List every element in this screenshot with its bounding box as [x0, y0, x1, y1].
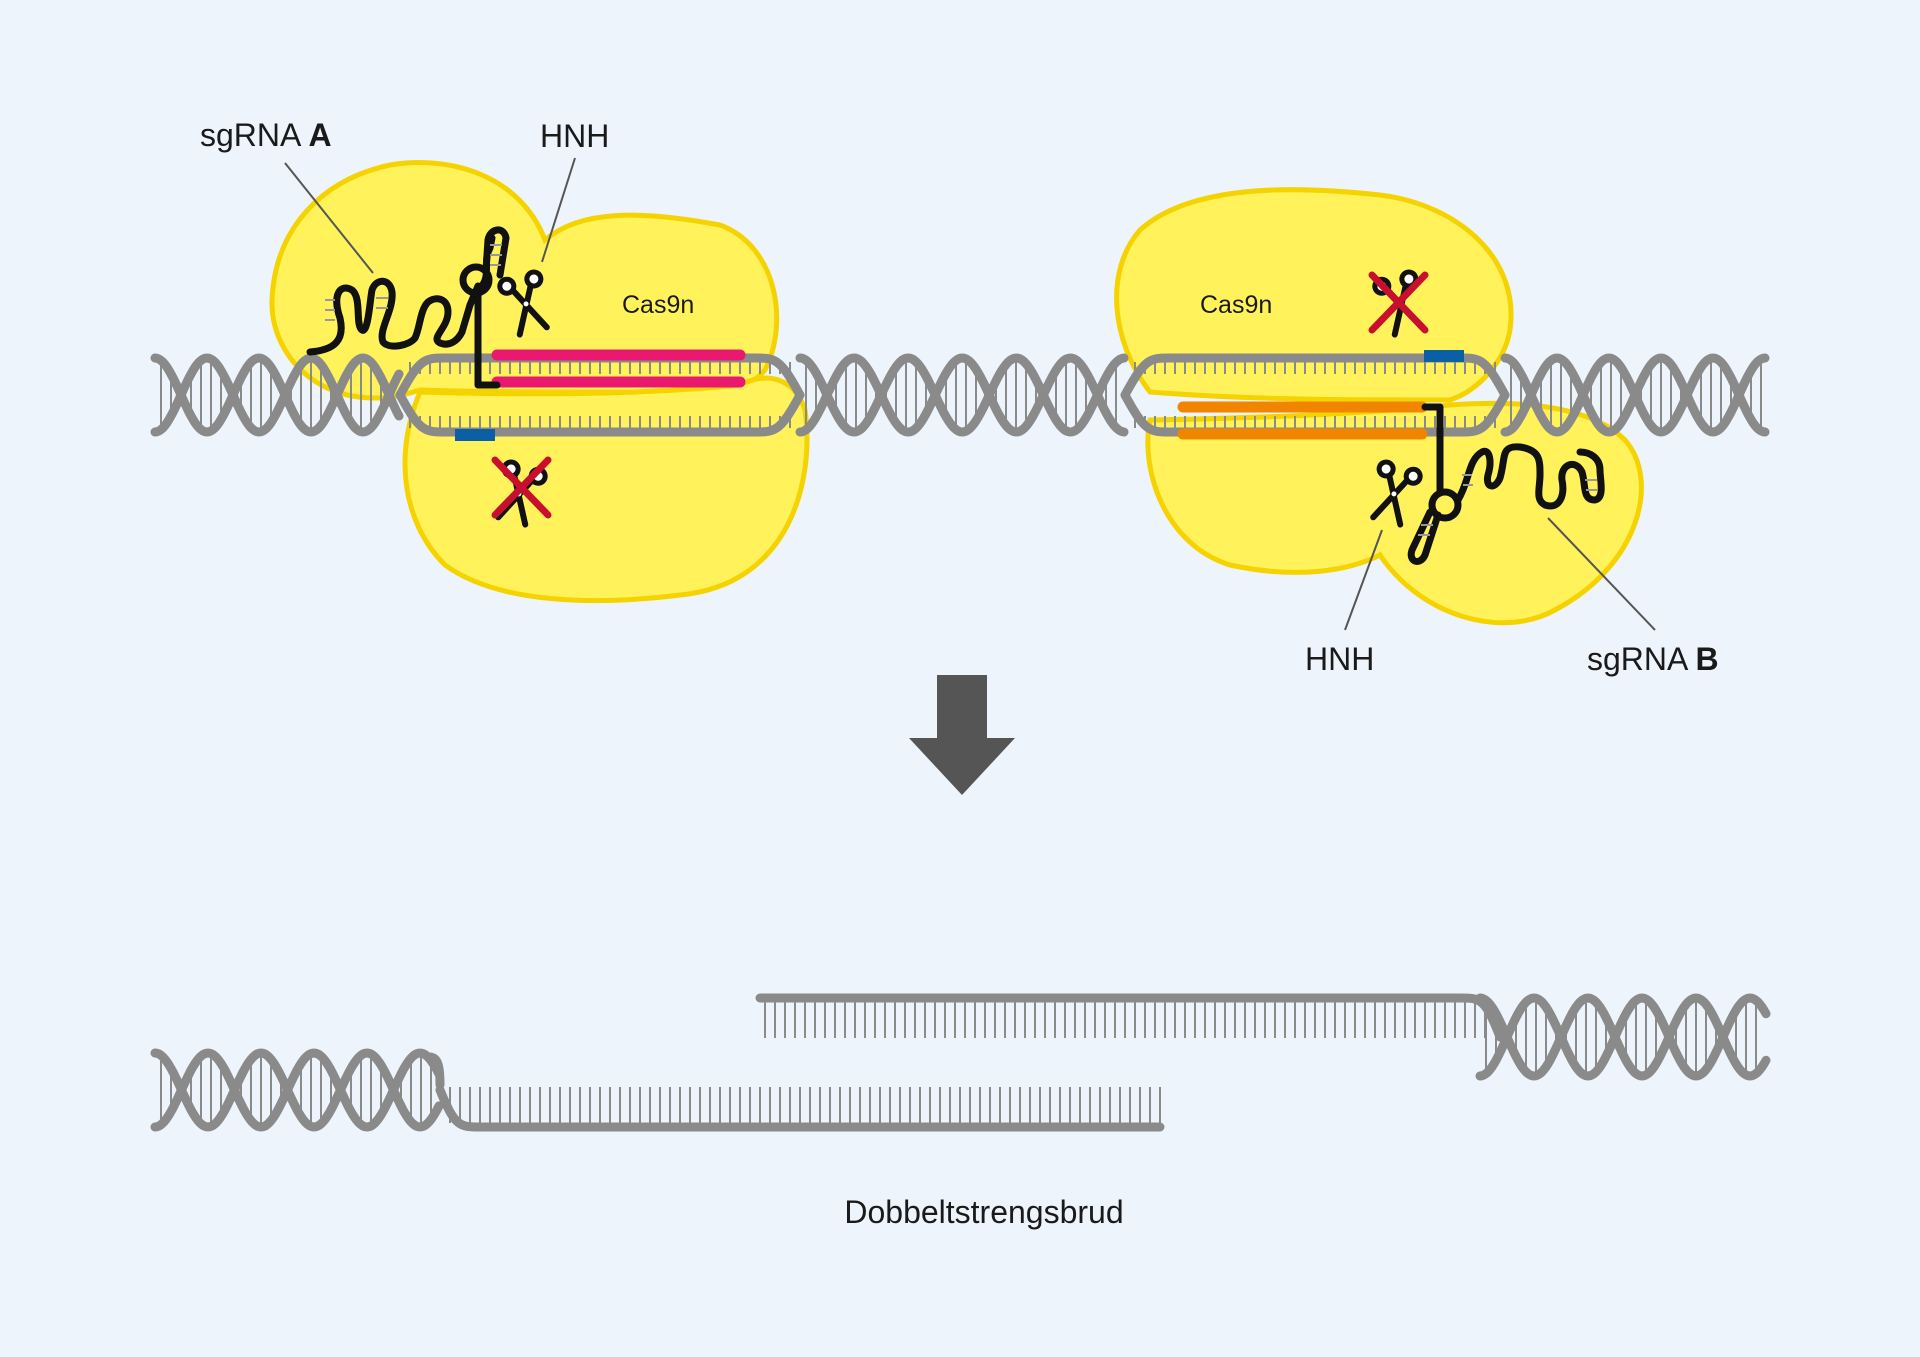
scissors-icon-hnh-b-active [1370, 459, 1423, 528]
hnh-b-label: HNH [1305, 641, 1374, 677]
pam-b [1424, 350, 1464, 362]
sgrna-b-label: sgRNA B [1587, 641, 1719, 677]
dna-double-helix-top [150, 353, 1770, 437]
cas9n-a-label: Cas9n [622, 291, 694, 319]
helix-segment-middle [795, 353, 1129, 437]
left-fragment-overhang [425, 1052, 1165, 1132]
sgrna-a-target-duplex [491, 349, 746, 388]
scissors-icon-hnh-a-active [497, 269, 550, 338]
cas9n-b-upper-lobe [1114, 187, 1514, 403]
sgrna-b-target-duplex [1177, 401, 1428, 440]
cas9n-b-label: Cas9n [1200, 291, 1272, 319]
sgrna-a-label: sgRNA A [200, 117, 332, 153]
pam-a [455, 429, 495, 441]
cas9n-a-upper-lobe [269, 160, 780, 401]
helix-segment-right [1500, 353, 1770, 437]
cas9n-b-protein [1114, 187, 1644, 626]
sgrna-a-scaffold-rungs [325, 244, 502, 321]
inactive-cross-icon-b [1368, 271, 1429, 334]
leader-line-hnh-a [541, 157, 576, 263]
right-fragment-overhang [755, 993, 1505, 1042]
leader-line-sgrna-b [1547, 517, 1656, 631]
helix-segment-left [150, 353, 404, 437]
leader-line-hnh-b [1344, 529, 1383, 631]
result-label: Dobbeltstrengsbrud [844, 1194, 1123, 1230]
dna-double-strand-break [150, 993, 1771, 1132]
leader-line-sgrna-a [284, 162, 374, 274]
inactive-cross-icon-a [491, 456, 552, 519]
sgrna-a-scaffold [306, 226, 510, 389]
hnh-a-label: HNH [540, 118, 609, 154]
right-fragment-helix [1475, 993, 1771, 1081]
sgrna-b-scaffold-rungs [1418, 474, 1598, 536]
cas9n-a-lower-lobe [402, 375, 810, 604]
left-fragment-helix [150, 1048, 444, 1132]
sgrna-b-scaffold [1407, 403, 1605, 565]
down-arrow-icon [909, 675, 1015, 795]
